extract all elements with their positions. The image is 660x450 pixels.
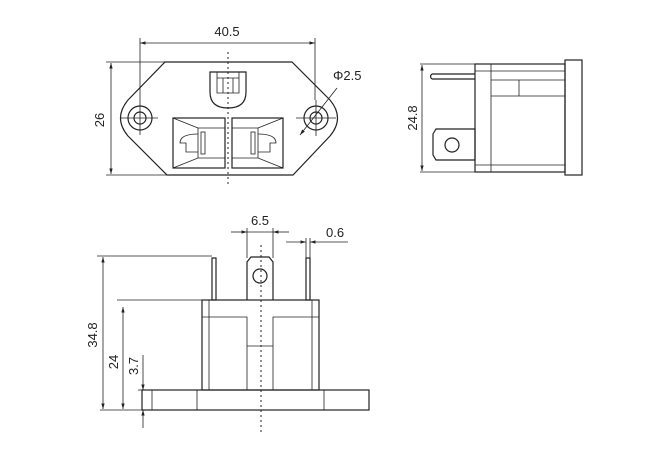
side-tab — [432, 128, 476, 161]
mounting-plate-outline — [119, 61, 339, 176]
height-dimension-label: 26 — [92, 113, 107, 127]
body-height-dimension-label: 24 — [106, 355, 121, 369]
mounting-hole-left — [120, 105, 158, 131]
top-view: 40.5 26 Φ2.5 — [92, 24, 361, 186]
pin-thickness-dimension-label: 0.6 — [326, 225, 344, 240]
total-height-dimension-label: 34.8 — [85, 322, 100, 347]
socket-left — [172, 117, 226, 169]
width-dimension-label: 40.5 — [214, 24, 239, 39]
socket-right — [231, 117, 284, 169]
ground-key — [209, 71, 247, 109]
side-flange — [564, 59, 583, 176]
front-pin-right — [305, 257, 311, 301]
tab-width-dimension-label: 6.5 — [251, 213, 269, 228]
front-tab — [246, 256, 274, 300]
mounting-hole-right — [296, 100, 336, 136]
front-pin-left — [211, 257, 217, 301]
side-height-dimension-label: 24.8 — [405, 105, 420, 130]
hole-dimension-label: Φ2.5 — [333, 68, 361, 83]
hole-leader-line — [299, 87, 338, 136]
side-pin — [429, 73, 475, 80]
front-base — [141, 389, 370, 411]
front-view: 6.5 0.6 34.8 24 3.7 — [85, 213, 370, 432]
side-view: 24.8 — [405, 59, 583, 176]
base-height-dimension-label: 3.7 — [126, 357, 141, 375]
